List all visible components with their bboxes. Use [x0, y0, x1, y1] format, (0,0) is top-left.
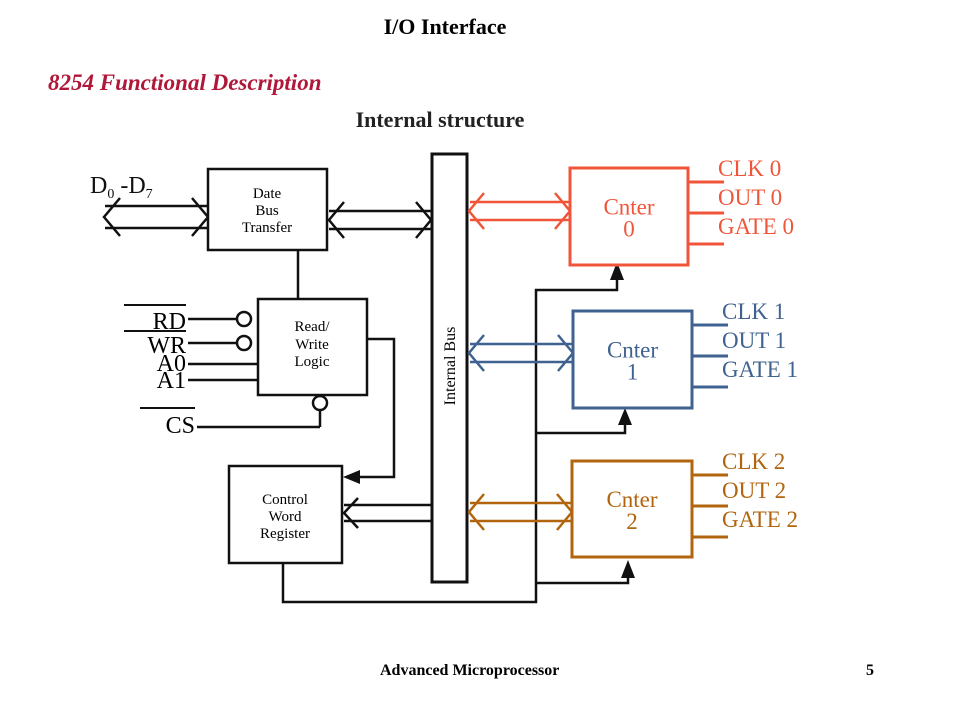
data-bus-label: D0 -D7	[90, 173, 153, 202]
counter-1-bus-arrow	[467, 334, 575, 372]
svg-text:Logic: Logic	[295, 354, 330, 370]
svg-text:Date: Date	[253, 186, 282, 202]
slide-title: I/O Interface	[383, 14, 507, 39]
svg-text:Transfer: Transfer	[242, 220, 292, 236]
input-a0: A0	[157, 351, 186, 377]
svg-text:Word: Word	[269, 509, 302, 525]
input-a1: A1	[157, 368, 186, 394]
counter-1-pin-clk: CLK 1	[722, 299, 785, 324]
counter-0-label: Cnter	[603, 195, 654, 220]
counter-2-pin-gate: GATE 2	[722, 507, 798, 532]
svg-text:Read/: Read/	[295, 319, 331, 335]
control-inputs: RD WR A0 A1 CS	[124, 304, 329, 439]
gate-arrow-1	[618, 408, 632, 425]
svg-text:Register: Register	[260, 526, 310, 542]
svg-text:Control: Control	[262, 492, 308, 508]
counter-1-pin-gate: GATE 1	[722, 357, 798, 382]
counter-2-index: 2	[626, 509, 638, 534]
svg-text:Internal Bus: Internal Bus	[442, 327, 459, 406]
counter-2-pin-out: OUT 2	[722, 478, 786, 503]
dbt-internal-bus-arrow	[327, 201, 433, 239]
counter-0-bus-arrow	[467, 192, 572, 230]
page-number: 5	[866, 662, 874, 679]
rw-to-cwr-arrow	[343, 337, 396, 484]
external-data-bus-arrow	[102, 197, 210, 237]
wr-inversion-bubble	[235, 334, 253, 352]
counter-0-index: 0	[623, 217, 635, 242]
counter-0-box	[568, 166, 690, 267]
internal-bus: Internal Bus	[430, 152, 469, 584]
counter-1-label: Cnter	[607, 338, 658, 363]
counter-2-pin-clk: CLK 2	[722, 449, 785, 474]
counter-2-label: Cnter	[606, 487, 657, 512]
rd-inversion-bubble	[235, 310, 253, 328]
input-wr: WR	[147, 333, 186, 359]
svg-text:Bus: Bus	[255, 203, 279, 219]
counter-0-pin-out: OUT 0	[718, 185, 782, 210]
counter-1-pin-out: OUT 1	[722, 328, 786, 353]
counter-1-box	[571, 309, 694, 410]
input-cs: CS	[166, 413, 195, 439]
gate-arrow-2	[621, 560, 635, 578]
counter-1-index: 1	[627, 360, 639, 385]
svg-text:Write: Write	[295, 337, 329, 353]
control-word-register-block: Control Word Register	[227, 464, 344, 565]
counter-0-pin-clk: CLK 0	[718, 156, 781, 181]
footer-text: Advanced Microprocessor	[380, 662, 560, 679]
counter-0-pin-gate: GATE 0	[718, 214, 794, 239]
counter-2-bus-arrow	[467, 493, 574, 531]
counter-2-box	[570, 459, 694, 559]
internal-bus-to-cwr-arrow	[342, 497, 432, 529]
data-bus-transfer-block: Date Bus Transfer	[206, 167, 329, 252]
gate-arrow-0	[610, 262, 624, 280]
cs-inversion-bubble	[311, 394, 329, 412]
slide-subtitle: 8254 Functional Description	[48, 70, 322, 95]
read-write-logic-block: Read/ Write Logic	[256, 297, 369, 397]
diagram-heading: Internal structure	[356, 107, 525, 132]
